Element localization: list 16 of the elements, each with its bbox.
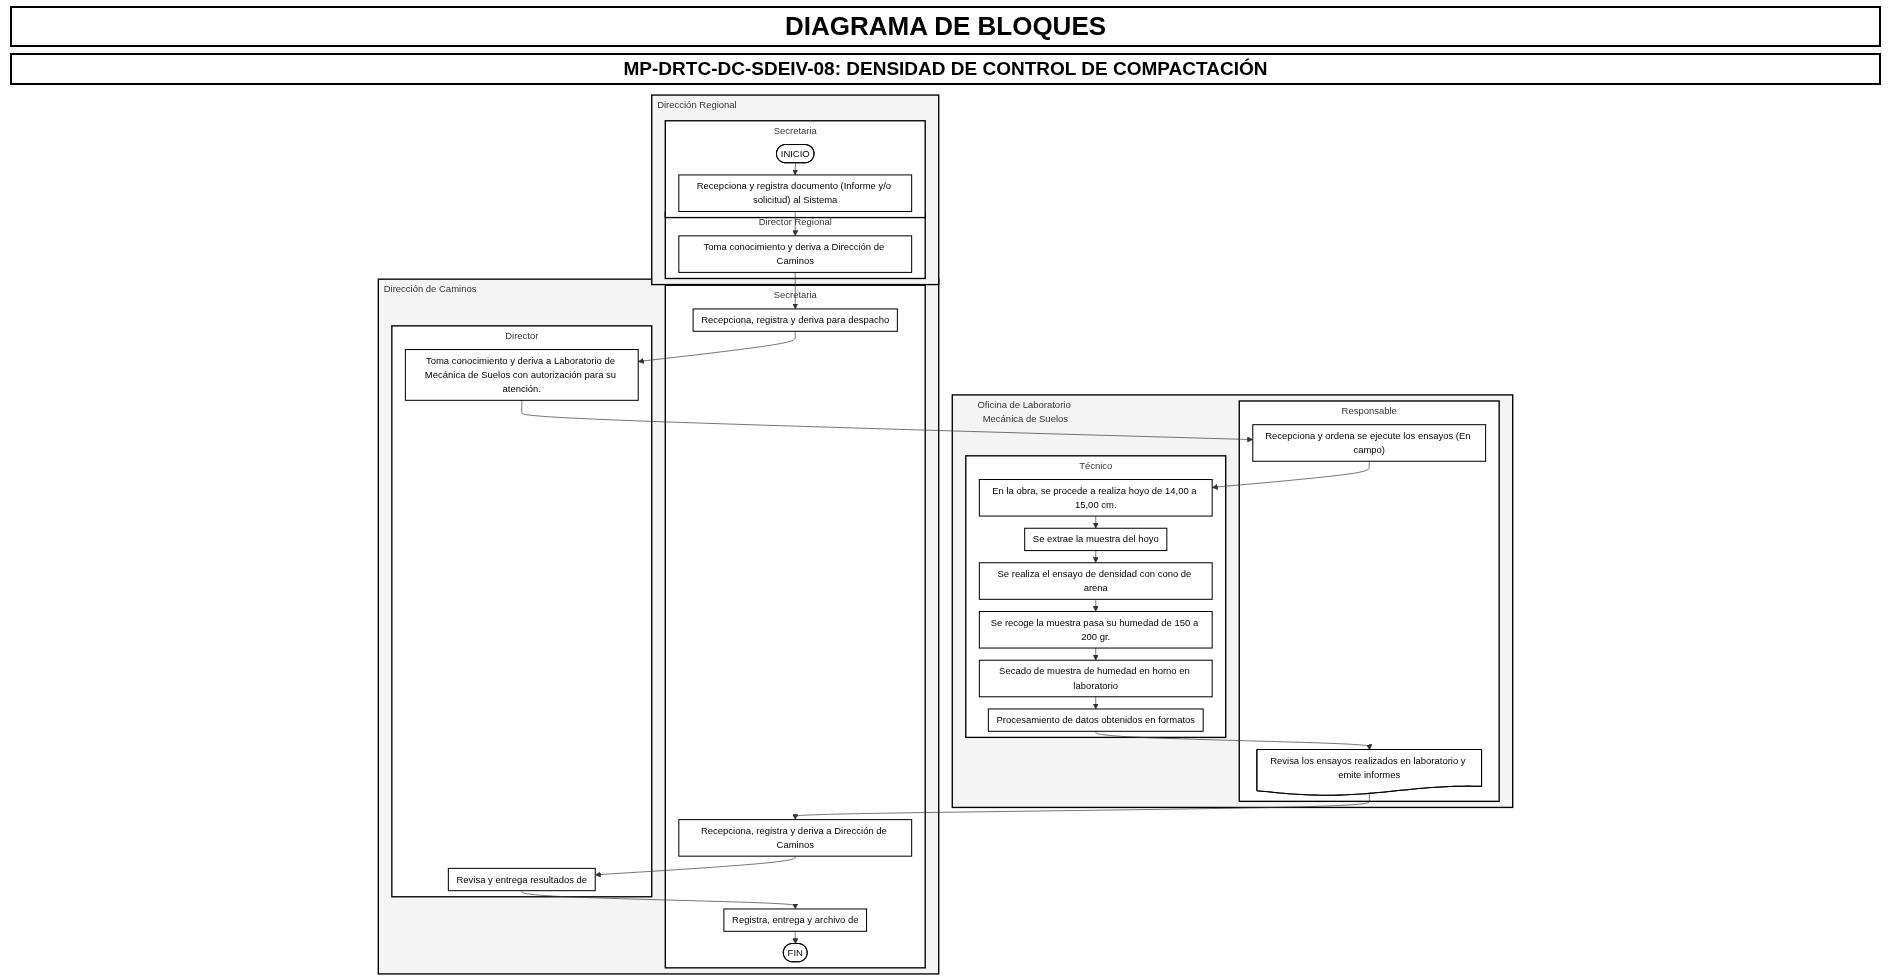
diagram-title: DIAGRAMA DE BLOQUES (10, 6, 1881, 47)
node-box: Recepciona y ordena se ejecute los ensayos (En campo) (1252, 424, 1487, 462)
node-box: Se recoge la muestra pasa su humedad de 150 a 200 gr. (978, 611, 1213, 649)
node-box: En la obra, se procede a realiza hoyo de 14,00 a 15,00 cm. (978, 479, 1213, 517)
node-box: Recepciona, registra y deriva a Dirección de Caminos (678, 819, 913, 857)
node-box: Revisa y entrega resultados de (447, 867, 596, 892)
node-box: Recepciona y registra documento (Informe y/o solicitud) al Sistema (678, 174, 913, 212)
node-box: Se extrae la muestra del hoyo (1024, 527, 1168, 552)
node-box: Procesamiento de datos obtenidos en formatos (987, 708, 1204, 732)
node-box: Toma conocimiento y deriva a Laboratorio de Mecánica de Suelos con autorización para su atención. (404, 349, 639, 401)
node-box: Se realiza el ensayo de densidad con cono de arena (978, 562, 1213, 600)
node-box: Secado de muestra de humedad en horno en laboratorio (978, 659, 1213, 698)
node-box: Recepciona, registra y deriva para despacho (692, 308, 898, 332)
node-box: Toma conocimiento y deriva a Dirección de Caminos (678, 235, 913, 273)
node-box: Registra, entrega y archivo de (723, 908, 868, 932)
subtitle-text: MP-DRTC-DC-SDEIV-08: DENSIDAD DE CONTROL DE COMPACTACIÓN (10, 53, 1881, 85)
